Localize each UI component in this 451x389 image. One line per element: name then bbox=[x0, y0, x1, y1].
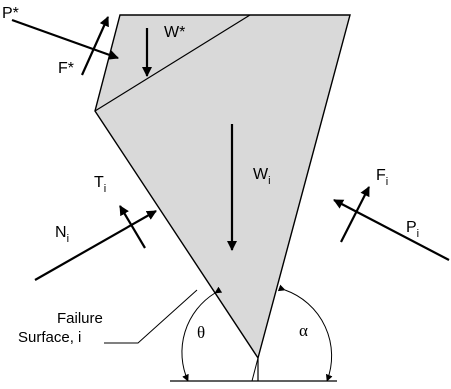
f-i-arrow bbox=[340, 186, 370, 243]
theta-angle-arc bbox=[181, 286, 223, 382]
f-star-label: F* bbox=[58, 60, 74, 77]
n-i-sub: i bbox=[67, 233, 69, 245]
p-star-arrow bbox=[11, 18, 119, 60]
f-i-sub: i bbox=[386, 176, 388, 188]
theta-symbol: θ bbox=[197, 323, 205, 342]
w-i-label: Wi bbox=[253, 166, 271, 187]
t-i-sub: i bbox=[104, 183, 106, 195]
w-i-main: W bbox=[253, 166, 269, 183]
t-i-label: Ti bbox=[94, 174, 106, 195]
p-star-label: P* bbox=[2, 5, 19, 22]
wedge-division-line bbox=[94, 14, 251, 112]
t-i-main: T bbox=[94, 174, 104, 191]
t-i-arrow bbox=[119, 205, 146, 249]
failure-surface-label-line1: Failure bbox=[57, 310, 103, 327]
alpha-angle-arc bbox=[277, 284, 333, 382]
f-star-arrow bbox=[80, 16, 110, 76]
failure-surface-label-line2: Surface, i bbox=[18, 329, 81, 346]
w-star-label: W* bbox=[164, 24, 185, 41]
p-i-sub: i bbox=[417, 228, 419, 240]
n-i-main: N bbox=[55, 224, 67, 241]
p-i-label: Pi bbox=[406, 219, 419, 240]
n-i-label: Ni bbox=[55, 224, 69, 245]
failure-surface-leader bbox=[104, 289, 198, 344]
f-i-label: Fi bbox=[376, 167, 388, 188]
p-i-arrow bbox=[333, 199, 450, 261]
alpha-symbol: α bbox=[299, 321, 308, 340]
f-i-main: F bbox=[376, 167, 386, 184]
n-i-arrow bbox=[34, 210, 157, 281]
right-face-extension bbox=[251, 357, 259, 382]
p-i-main: P bbox=[406, 219, 417, 236]
w-i-sub: i bbox=[268, 175, 270, 187]
